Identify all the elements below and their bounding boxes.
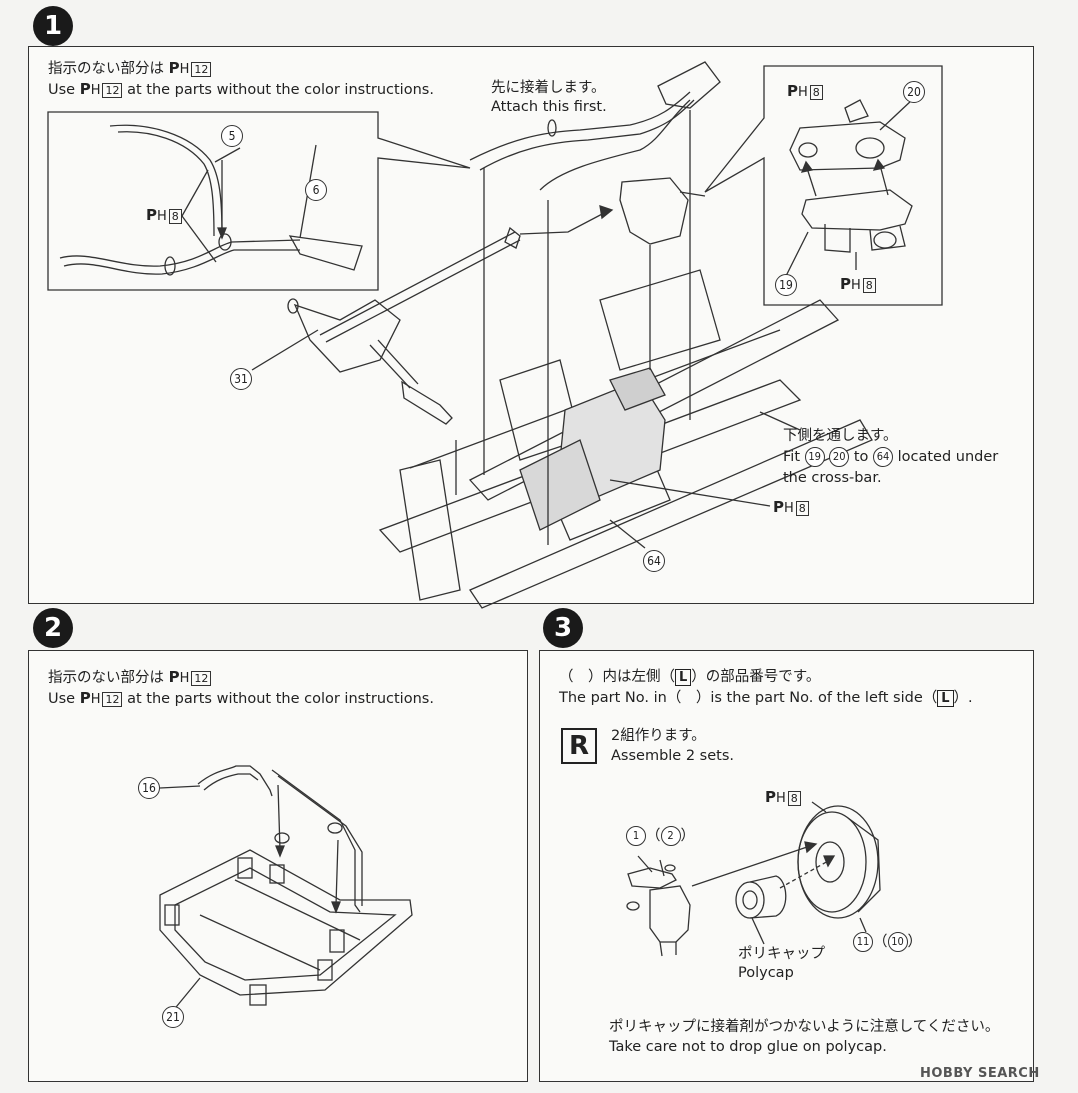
callout-part-20: 20 (829, 447, 850, 467)
callout-part-1: 1 (626, 826, 646, 846)
left-side-code: L (937, 690, 954, 707)
left-side-code: L (675, 669, 692, 686)
sets-en: Assemble 2 sets. (611, 748, 734, 764)
callout-part-31: 31 (230, 368, 252, 390)
sets-jp: 2組作ります。 (611, 728, 706, 744)
polycap-en: Polycap (738, 965, 794, 981)
callout-part-20: 20 (903, 81, 925, 103)
under-crossbar-en-2: the cross-bar. (783, 470, 882, 486)
step-3-number: 3 (543, 608, 583, 648)
step-3-paren-note-en: The part No. in（ ）is the part No. of the… (559, 690, 973, 707)
under-crossbar-jp: 下側を通します。 (783, 428, 898, 444)
glue-warning-jp: ポリキャップに接着剤がつかないように注意してください。 (609, 1019, 1000, 1035)
callout-part-21: 21 (162, 1006, 184, 1028)
step-1-number: 1 (33, 6, 73, 46)
callout-part-19: 19 (775, 274, 797, 296)
callout-part-16: 16 (138, 777, 160, 799)
step-3-paren-note-jp: （ ）内は左側（L）の部品番号です。 (559, 669, 821, 686)
polycap-jp: ポリキャップ (738, 946, 825, 962)
callout-part-11: 11 (853, 932, 873, 952)
callout-part-64: 64 (873, 447, 893, 467)
attach-first-jp: 先に接着します。 (491, 80, 606, 96)
callout-part-2: 2 (660, 826, 681, 846)
callout-part-5: 5 (221, 125, 243, 147)
attach-first-en: Attach this first. (491, 99, 607, 115)
callout-part-1-group: 1（2） (626, 826, 695, 846)
glue-warning-en: Take care not to drop glue on polycap. (609, 1039, 887, 1055)
callout-part-19: 19 (804, 447, 825, 467)
callout-part-6: 6 (305, 179, 327, 201)
step-2-number: 2 (33, 608, 73, 648)
callout-part-10: 10 (887, 932, 908, 952)
watermark-logo: HOBBY SEARCH (920, 1066, 1040, 1081)
under-crossbar-en-1: Fit 19 20 to 64 located under (783, 447, 999, 467)
callout-part-64: 64 (643, 550, 665, 572)
callout-part-11-group: 11（10） (853, 932, 922, 952)
step-1-panel (28, 46, 1034, 604)
step-3-panel (539, 650, 1034, 1082)
right-side-code: R (561, 728, 597, 764)
